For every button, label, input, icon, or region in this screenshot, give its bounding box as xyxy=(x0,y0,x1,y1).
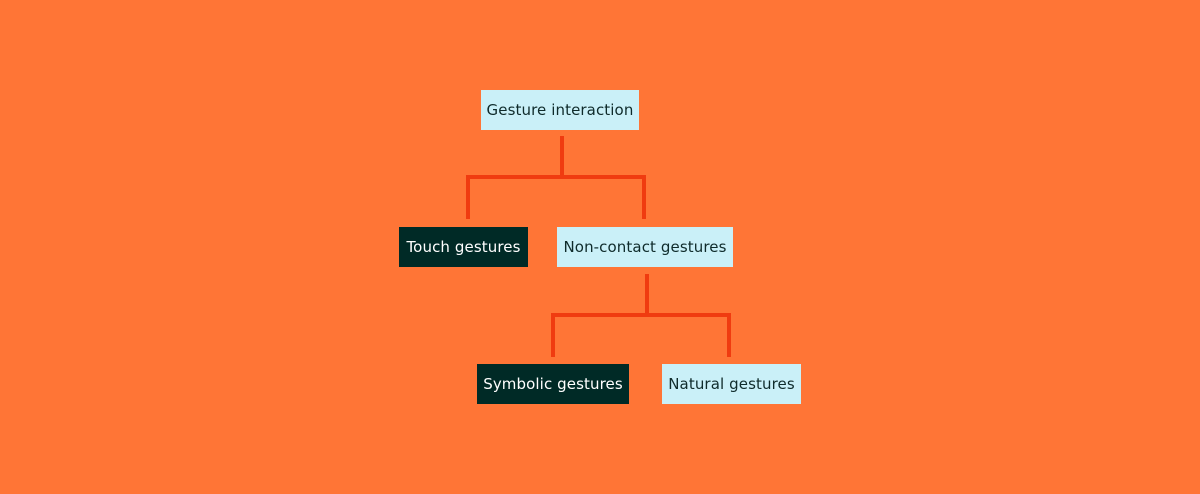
connector-noncontact-to-children xyxy=(551,274,731,357)
node-non-contact-gestures: Non-contact gestures xyxy=(557,227,733,267)
connector-root-to-children xyxy=(466,136,646,219)
node-gesture-interaction: Gesture interaction xyxy=(481,90,639,130)
node-touch-gestures: Touch gestures xyxy=(399,227,528,267)
node-natural-gestures: Natural gestures xyxy=(662,364,801,404)
node-symbolic-gestures: Symbolic gestures xyxy=(477,364,629,404)
